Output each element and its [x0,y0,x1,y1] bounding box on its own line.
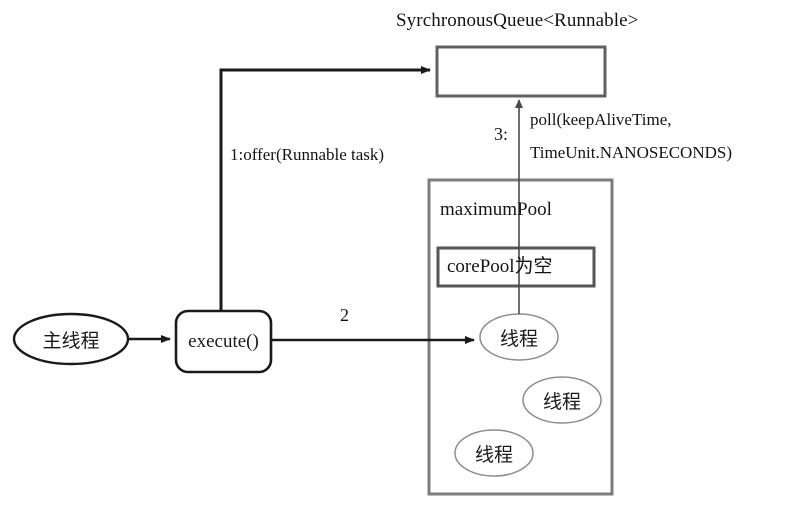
offer-edge-label: 1:offer(Runnable task) [230,145,385,164]
execute-box [174,309,273,374]
thread-ellipse-2 [522,376,602,424]
poll-edge-label-line1: poll(keepAliveTime, [530,110,672,129]
thread-ellipse-1 [479,313,559,361]
edge-offer-to-queue [219,66,431,311]
poll-edge-number: 3: [494,124,509,144]
main-thread-ellipse [12,312,130,366]
maximum-pool-label: maximumPool [440,199,552,220]
thread-ellipse-3 [454,429,534,477]
synchronous-queue-box [435,45,607,98]
poll-edge-label-line2: TimeUnit.NANOSECONDS) [530,143,732,162]
core-pool-label: corePool为空 [447,256,553,277]
core-pool-box [436,246,596,288]
queue-title: SyrchronousQueue<Runnable> [396,10,639,31]
execute-edge-label: 2 [340,305,349,325]
